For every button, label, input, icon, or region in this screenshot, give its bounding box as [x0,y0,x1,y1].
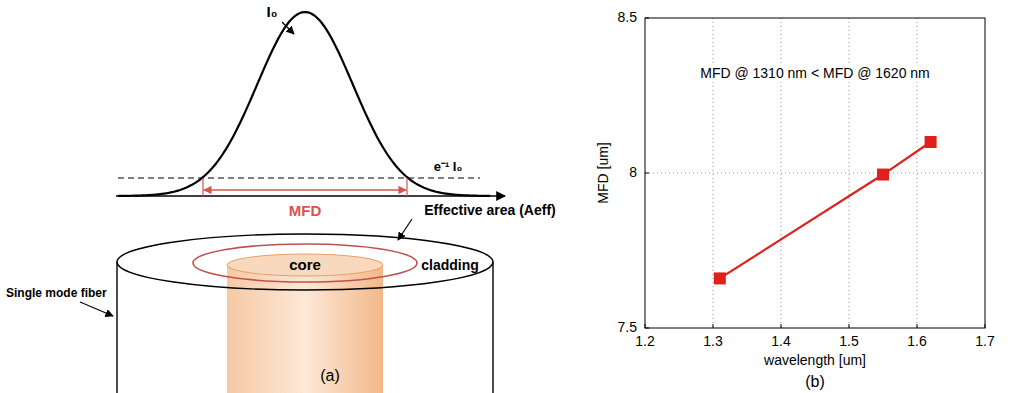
part-label: cladding [421,258,479,273]
tick-mark [645,173,649,174]
effective-area-ring [193,244,417,282]
tick-mark [713,324,714,328]
intensity-label: I₀ [267,4,278,21]
panel-label: (b) [805,373,825,391]
tick-label: 8.5 [618,10,637,25]
plot-frame [645,18,985,328]
tick-mark [645,324,646,328]
mfd-tick [406,178,407,196]
gaussian-curve [118,12,490,196]
x-axis-arrow [116,195,505,196]
chart-note: MFD @ 1310 nm < MFD @ 1620 nm [697,65,933,82]
tick-label: 1.6 [907,334,926,349]
data-point [877,169,889,181]
axis-title: wavelength [um] [764,353,866,368]
threshold-label: e⁻¹ I₀ [434,160,463,174]
dimension-label: MFD [289,203,322,220]
tick-label: 1.7 [975,334,994,349]
mfd-dimension [204,189,406,190]
tick-mark [917,324,918,328]
tick-label: 1.4 [771,334,790,349]
mfd-tick [202,178,203,196]
tick-label: 8 [629,165,637,180]
tick-label: 1.5 [839,334,858,349]
core-cylinder [227,265,383,393]
tick-label: 7.5 [618,320,637,335]
grid-line [645,173,985,174]
tick-label: 1.2 [635,334,654,349]
panel-label: (a) [320,367,340,385]
core-end-face [227,254,383,276]
leader-line [282,22,294,34]
fiber-end-face [117,234,493,290]
axis-title: MFD [um] [596,142,611,203]
tick-mark [985,324,986,328]
tick-mark [645,18,649,19]
tick-mark [645,328,649,329]
part-label: core [289,257,321,274]
fiber-side [492,262,493,393]
part-label: Single mode fiber [6,287,107,300]
tick-mark [781,324,782,328]
tick-mark [849,324,850,328]
tick-label: 1.3 [703,334,722,349]
data-line [720,142,931,278]
leader-line [398,219,412,240]
part-label: Effective area (Aeff) [424,203,556,218]
data-point [925,136,937,148]
leader-line [80,302,113,316]
data-point [714,272,726,284]
fiber-side [116,262,117,393]
threshold-line [118,177,480,178]
